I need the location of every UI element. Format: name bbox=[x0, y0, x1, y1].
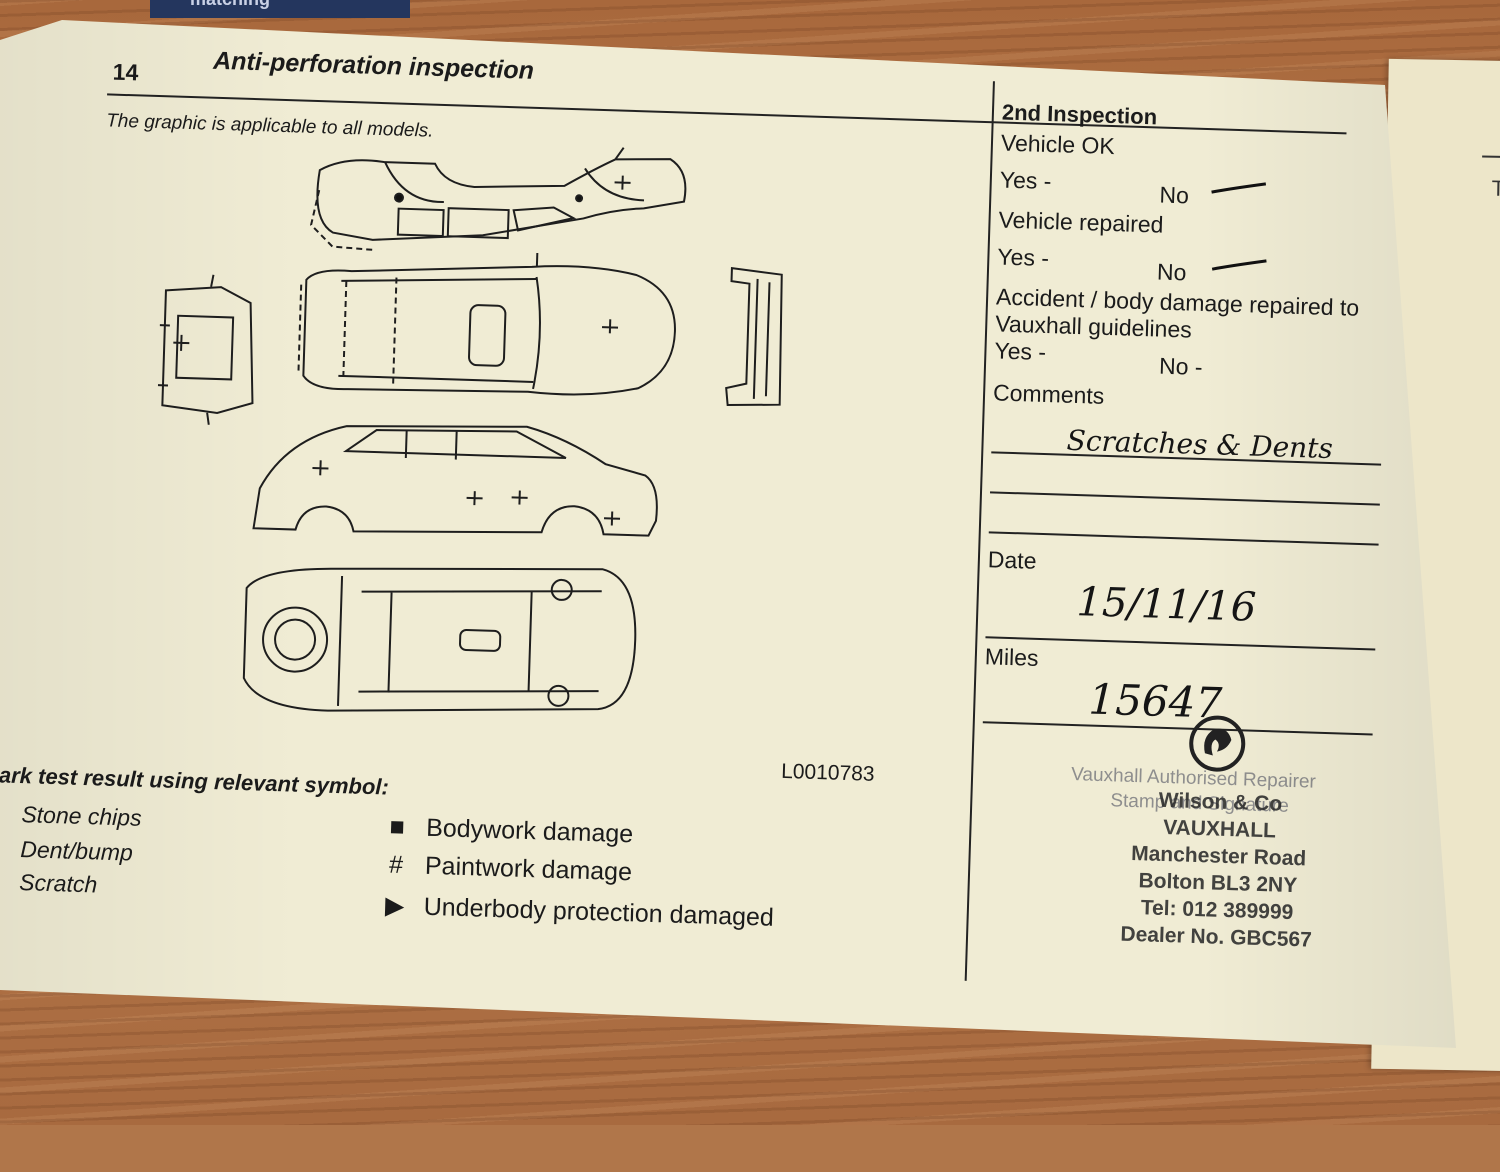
accident-no[interactable]: No - bbox=[1158, 352, 1203, 380]
legend-label: Stone chips bbox=[21, 801, 142, 831]
miles-label: Miles bbox=[984, 643, 1039, 671]
stamp-dealer-no: Dealer No. GBC567 bbox=[1120, 922, 1313, 952]
legend-label: Underbody protection damaged bbox=[423, 892, 775, 932]
stamp-printed-line-1: Vauxhall Authorised Repairer bbox=[1070, 764, 1317, 793]
column-divider bbox=[964, 81, 995, 981]
legend-label: Dent/bump bbox=[19, 836, 134, 866]
legend-label: Paintwork damage bbox=[424, 851, 633, 887]
vehicle-ok-label: Vehicle OK bbox=[1000, 129, 1116, 160]
date-label: Date bbox=[987, 546, 1037, 574]
car-body-diagram bbox=[157, 147, 783, 712]
triangle-right-icon: ▶ bbox=[384, 891, 405, 921]
next-page-letter: T bbox=[1491, 175, 1500, 201]
stamp-printed-line-2: Stamp and Signature bbox=[1110, 790, 1290, 817]
vehicle-repaired-no[interactable]: No bbox=[1156, 258, 1187, 286]
comments-line-1 bbox=[991, 451, 1382, 466]
legend-title: Mark test result using relevant symbol: bbox=[0, 761, 390, 800]
vehicle-repaired-label: Vehicle repaired bbox=[998, 206, 1164, 238]
car-underbody bbox=[242, 567, 637, 712]
inspection-heading: 2nd Inspection bbox=[1001, 99, 1158, 130]
legend-scratch: · Scratch bbox=[0, 868, 98, 899]
legend-underbody-damage: ▶ Underbody protection damaged bbox=[381, 890, 775, 932]
next-page-rule bbox=[1482, 155, 1500, 159]
date-handwriting[interactable]: 15/11/16 bbox=[1075, 579, 1257, 631]
page-title: Anti-perforation inspection bbox=[212, 46, 535, 85]
legend-stone-chips: ● Stone chips bbox=[0, 800, 142, 832]
miles-line bbox=[982, 721, 1373, 735]
page-subtitle: The graphic is applicable to all models. bbox=[105, 110, 434, 142]
date-line bbox=[985, 636, 1376, 651]
hash-icon: # bbox=[388, 850, 404, 880]
booklet-page: 14 Anti-perforation inspection The graph… bbox=[0, 20, 1456, 1048]
car-side-profile bbox=[252, 425, 658, 537]
stamp-tel: Tel: 012 389999 bbox=[1140, 896, 1294, 925]
accident-yes[interactable]: Yes - bbox=[994, 337, 1047, 366]
filled-circle-icon: ● bbox=[0, 800, 6, 828]
legend-dent-bump: ○ Dent/bump bbox=[0, 835, 133, 867]
page-number: 14 bbox=[112, 58, 139, 86]
miles-handwriting[interactable]: 15647 bbox=[1087, 674, 1223, 728]
accident-label: Accident / body damage repaired to bbox=[995, 283, 1360, 321]
adjacent-booklet-tab: matching bbox=[150, 0, 410, 18]
vehicle-repaired-yes[interactable]: Yes - bbox=[997, 243, 1050, 272]
dot-icon: · bbox=[0, 868, 4, 896]
filled-square-icon: ■ bbox=[389, 812, 406, 842]
vauxhall-griffin-logo bbox=[1189, 715, 1246, 772]
car-front-view bbox=[725, 266, 783, 407]
car-top-profile bbox=[309, 147, 687, 251]
car-rear-view bbox=[157, 274, 254, 425]
tab-text: matching bbox=[190, 0, 270, 9]
figure-code: L0010783 bbox=[780, 759, 875, 786]
open-circle-icon: ○ bbox=[0, 835, 5, 863]
tick-mark-icon bbox=[1211, 259, 1267, 271]
legend-label: Scratch bbox=[18, 869, 98, 898]
comments-label: Comments bbox=[992, 379, 1105, 409]
vehicle-ok-no[interactable]: No bbox=[1159, 181, 1190, 209]
stamp-town: Bolton BL3 2NY bbox=[1138, 869, 1298, 898]
legend-paintwork-damage: # Paintwork damage bbox=[383, 850, 633, 887]
vehicle-ok-yes[interactable]: Yes - bbox=[999, 166, 1052, 195]
stamp-brand: VAUXHALL bbox=[1162, 815, 1277, 843]
stamp-street: Manchester Road bbox=[1130, 841, 1307, 871]
legend-label: Bodywork damage bbox=[425, 813, 634, 849]
legend-bodywork-damage: ■ Bodywork damage bbox=[384, 812, 634, 849]
comments-line-2 bbox=[990, 491, 1380, 506]
comments-line-3 bbox=[988, 531, 1379, 546]
car-roof-view bbox=[297, 252, 676, 396]
stamp-dealer-name: Wilson & Co bbox=[1158, 788, 1283, 816]
tick-mark-icon bbox=[1211, 182, 1267, 194]
guidelines-label: Vauxhall guidelines bbox=[994, 310, 1193, 343]
comments-handwriting[interactable]: Scratches & Dents bbox=[1066, 423, 1334, 466]
header-rule bbox=[107, 93, 1347, 135]
